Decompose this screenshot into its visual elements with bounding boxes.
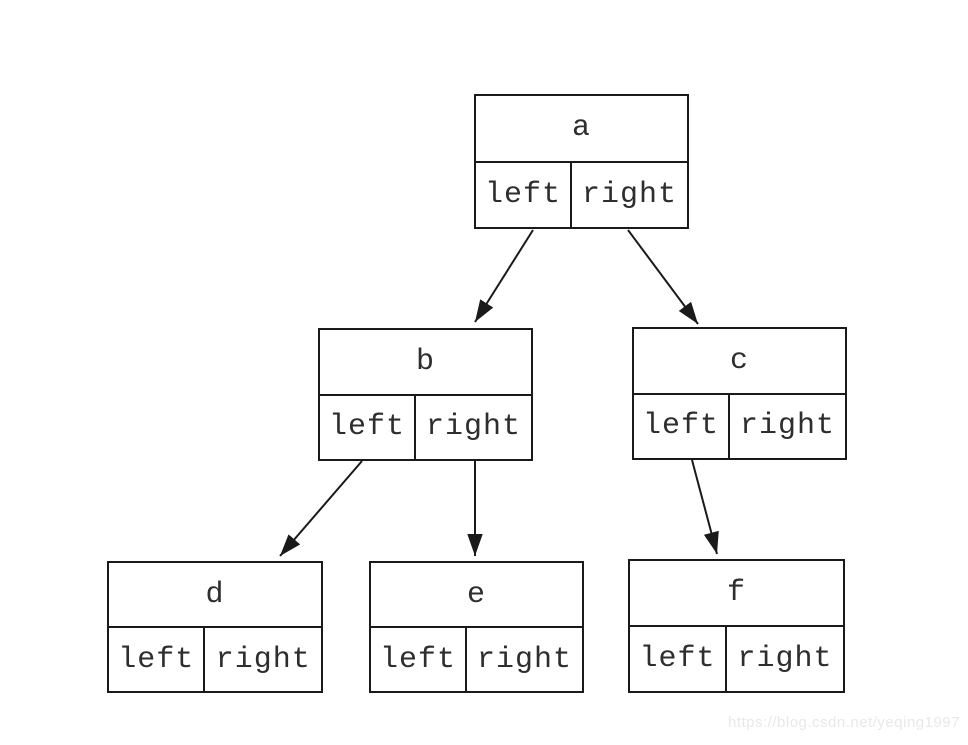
node-d-right-pointer: right: [215, 642, 311, 677]
node-b-label: b: [320, 330, 531, 396]
node-b-pointer-row: left right: [320, 395, 531, 459]
node-f-pointer-row: left right: [630, 627, 843, 691]
tree-node-b: b left right: [318, 328, 533, 461]
node-e-pointer-row: left right: [371, 628, 582, 691]
node-c-right-pointer: right: [739, 409, 835, 444]
node-f-label: f: [630, 561, 843, 627]
node-e-left-pointer: left: [371, 628, 467, 691]
tree-node-e: e left right: [369, 561, 584, 693]
edge-c-left-to-f: [691, 459, 719, 555]
tree-node-c: c left right: [632, 327, 847, 460]
node-f-right-pointer: right: [737, 642, 833, 676]
node-a-label: a: [476, 96, 687, 163]
tree-node-f: f left right: [628, 559, 845, 693]
node-c-pointer-row: left right: [634, 394, 845, 458]
watermark-text: https://blog.csdn.net/yeqing1997: [728, 714, 960, 731]
node-d-left-pointer: left: [109, 628, 206, 691]
node-e-label: e: [371, 563, 582, 628]
node-a-pointer-row: left right: [476, 162, 687, 227]
node-b-right-pointer: right: [425, 410, 521, 445]
edge-a-right-to-c: [627, 229, 699, 325]
node-a-left-pointer: left: [476, 162, 572, 227]
node-e-right-pointer: right: [476, 642, 572, 677]
node-c-left-pointer: left: [634, 394, 730, 458]
node-d-pointer-row: left right: [109, 628, 321, 691]
node-d-label: d: [109, 563, 321, 628]
node-c-label: c: [634, 329, 845, 395]
node-f-left-pointer: left: [630, 627, 727, 691]
edge-a-left-to-b: [474, 229, 534, 323]
edge-b-left-to-d: [279, 460, 363, 557]
tree-node-d: d left right: [107, 561, 323, 693]
node-a-right-pointer: right: [581, 177, 677, 212]
node-b-left-pointer: left: [320, 395, 416, 459]
tree-node-a: a left right: [474, 94, 689, 229]
